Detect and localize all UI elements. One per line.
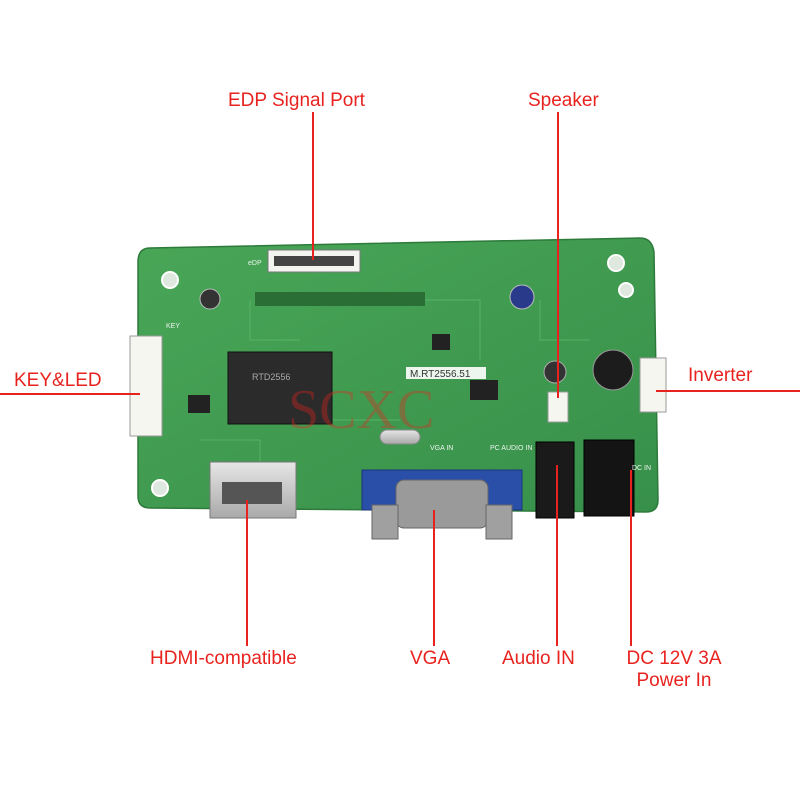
dc-power-label: DC 12V 3A Power In [604,648,744,692]
pin-header-row [255,292,425,306]
key-led-leader-line [0,393,140,395]
mount-hole [161,271,179,289]
watermark-text: SCXC [288,379,434,441]
silk-model: M.RT2556.51 [410,369,471,380]
dc-jack [583,439,635,517]
inverter-connector [639,357,667,413]
key-led-label: KEY&LED [14,370,102,391]
audio-in-label: Audio IN [502,648,575,669]
capacitor [199,288,221,310]
silk-edp: eDP [248,260,262,267]
silk-dc-in: DC IN [632,465,651,472]
small-ic [188,395,210,413]
capacitor [592,349,634,391]
small-ic [432,334,450,350]
dc-power-line-2: Power In [636,670,712,691]
main-chip [227,351,333,425]
edp-leader-line [312,112,314,260]
speaker-leader-line [557,112,559,398]
speaker-label: Speaker [528,90,599,111]
silk-vga-in: VGA IN [430,445,453,452]
dc-power-line-1: DC 12V 3A [626,648,722,669]
silk-key: KEY [166,323,180,330]
inverter-leader-line [656,390,800,392]
crystal [379,429,421,445]
small-ic [470,380,498,400]
hdmi-leader-line [246,500,248,646]
chip-text: RTD2556 [252,372,290,382]
edp-signal-port-label: EDP Signal Port [228,90,365,111]
audio-jack [535,441,575,519]
inverter-label: Inverter [688,365,753,386]
vga-label: VGA [410,648,451,669]
vga-leader-line [433,510,435,646]
hdmi-compatible-label: HDMI-compatible [150,648,297,669]
capacitor [543,360,567,384]
mount-hole [607,254,625,272]
audio-leader-line [556,465,558,646]
mount-hole [618,282,634,298]
silk-pc-audio: PC AUDIO IN [490,445,532,452]
capacitor [509,284,535,310]
key-led-connector [129,335,163,437]
mount-hole [151,479,169,497]
dc-leader-line [630,470,632,646]
